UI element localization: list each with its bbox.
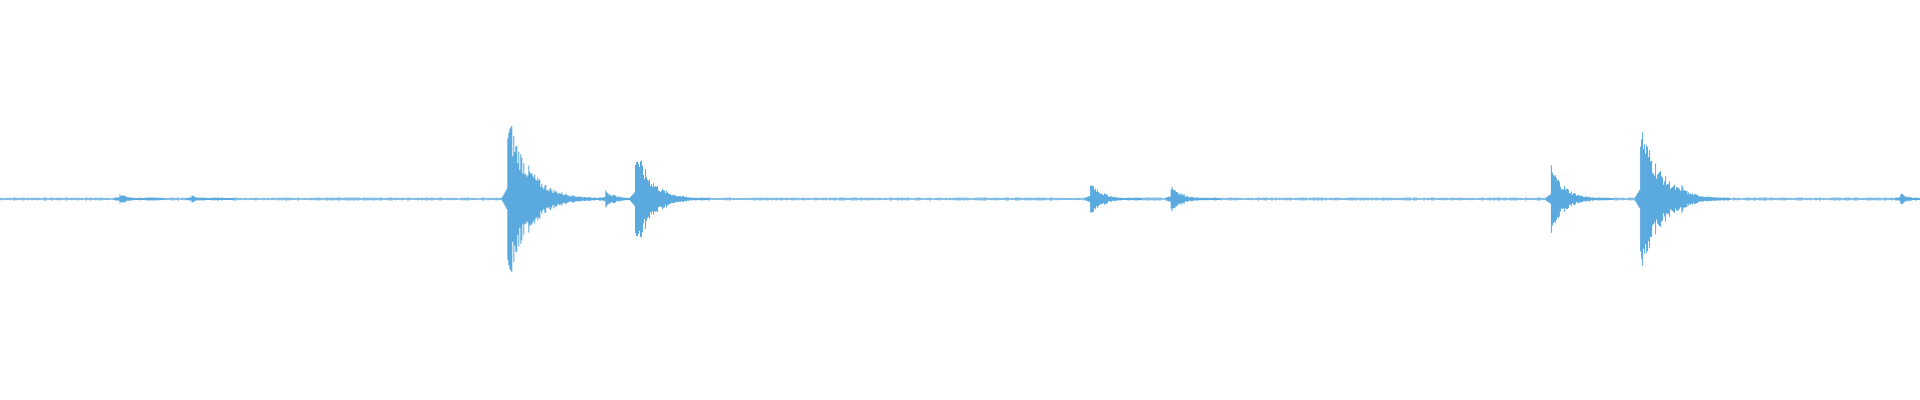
waveform-burst-4 (539, 188, 593, 210)
waveform-burst-7 (1085, 185, 1143, 213)
waveform-burst-6 (630, 160, 709, 238)
waveform-burst-9 (1545, 165, 1613, 233)
waveform-burst-11 (1676, 185, 1731, 213)
waveform-burst-8 (1165, 186, 1221, 212)
waveform-burst-2 (186, 195, 235, 203)
waveform-burst-12 (1895, 193, 1920, 205)
waveform-burst-1 (114, 194, 164, 204)
